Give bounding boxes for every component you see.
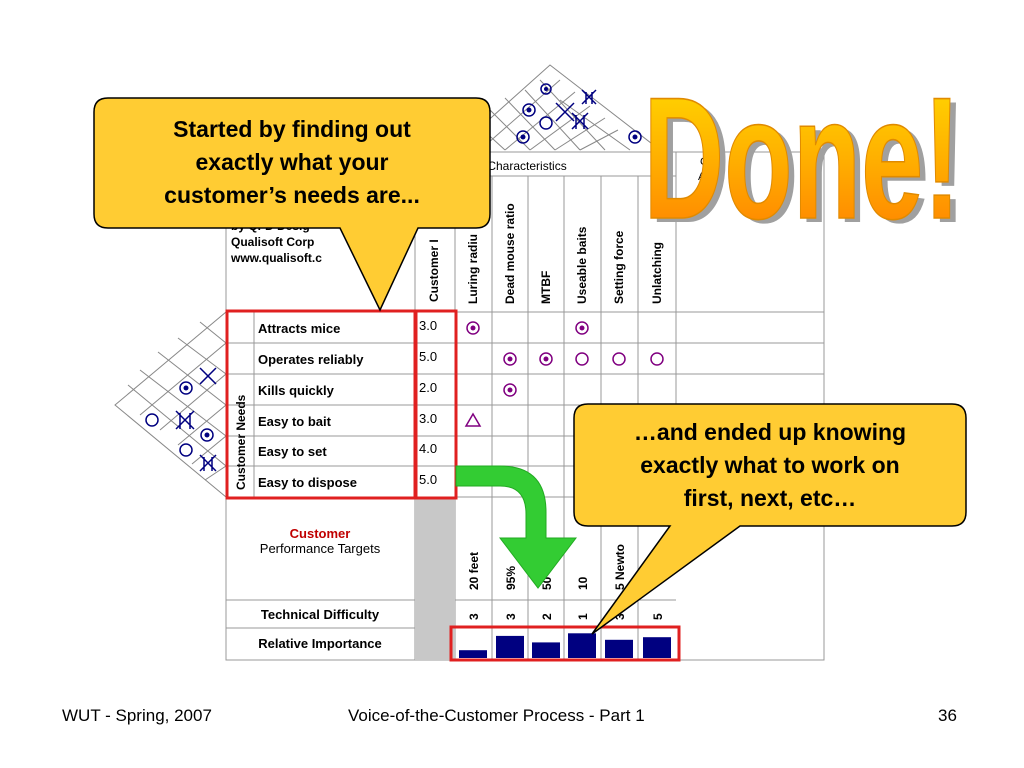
target-value: 10 — [576, 576, 590, 590]
done-text: Done! — [643, 61, 960, 255]
characteristic-header: Luring radiu — [466, 234, 480, 304]
strong-relation-symbol — [503, 383, 517, 397]
callout-right-text: …and ended up knowing exactly what to wo… — [574, 416, 966, 515]
need-name: Easy to set — [258, 444, 327, 459]
strong-relation-symbol — [575, 321, 589, 335]
characteristics-header: uct Characteristics — [468, 159, 567, 173]
callout-right-line: first, next, etc… — [683, 485, 857, 511]
customer-importance-header: Customer I — [427, 239, 441, 302]
characteristic-header: MTBF — [539, 271, 553, 304]
difficulty-value: 5 — [651, 613, 665, 620]
left-wing-symbols — [145, 367, 217, 472]
left-wing-lattice — [114, 311, 227, 498]
strong-relation-dot — [507, 387, 513, 393]
importance-column-shade — [415, 497, 455, 660]
callout-left-text: Started by finding out exactly what your… — [94, 113, 490, 212]
assessment-header-2: As er — [698, 171, 739, 183]
difficulty-values: 3 3 2 1 3 5 — [467, 613, 665, 620]
difficulty-value: 3 — [504, 613, 518, 620]
callout-right-line: …and ended up knowing — [633, 419, 907, 445]
need-importance: 5.0 — [419, 349, 437, 364]
targets-label: Performance Targets — [260, 541, 381, 556]
characteristic-header: Unlatching — [650, 242, 664, 304]
customer-needs-label: Customer Needs — [234, 394, 248, 490]
characteristic-header: Dead mouse ratio — [503, 203, 517, 304]
importance-highlight-box — [413, 309, 458, 500]
callout-left-line: Started by finding out — [173, 116, 411, 142]
medium-relation-symbol — [575, 352, 589, 366]
slide-number: 36 — [938, 706, 957, 725]
technical-difficulty-label: Technical Difficulty — [261, 607, 380, 622]
need-importance: 2.0 — [419, 380, 437, 395]
need-name: Easy to bait — [258, 414, 332, 429]
targets-label-customer: Customer — [290, 526, 351, 541]
need-name: Operates reliably — [258, 352, 364, 367]
relative-importance-bar — [496, 635, 524, 658]
strong-relation-dot — [507, 356, 513, 362]
strong-relation-symbol — [466, 321, 480, 335]
strong-relation-dot — [470, 325, 476, 331]
callout-left-line: exactly what your — [195, 149, 389, 175]
medium-relation-symbol — [650, 352, 664, 366]
difficulty-value: 3 — [613, 613, 627, 620]
target-value: 20 feet — [467, 552, 481, 590]
need-importance: 4.0 — [419, 441, 437, 456]
relative-importance-bar — [568, 633, 596, 658]
characteristic-header: Setting force — [612, 230, 626, 304]
target-value: 5 Newto — [613, 544, 627, 590]
strong-relation-symbol — [503, 352, 517, 366]
footer-left: WUT - Spring, 2007 — [62, 706, 212, 725]
need-name: Attracts mice — [258, 321, 340, 336]
relationship-symbols — [464, 321, 664, 427]
strong-relation-symbol — [539, 352, 553, 366]
company-line: Qualisoft Corp — [231, 235, 314, 249]
need-name: Kills quickly — [258, 383, 335, 398]
callout-right-line: exactly what to work on — [640, 452, 900, 478]
callout-left-line: customer’s needs are... — [164, 182, 420, 208]
strong-relation-dot — [579, 325, 585, 331]
relative-importance-bars — [459, 633, 671, 658]
company-line: www.qualisoft.c — [230, 251, 322, 265]
need-name: Easy to dispose — [258, 475, 357, 490]
relative-importance-bar — [459, 650, 487, 658]
difficulty-value: 1 — [576, 613, 590, 620]
footer-center: Voice-of-the-Customer Process - Part 1 — [348, 706, 645, 725]
weak-relation-symbol — [464, 412, 482, 427]
relative-importance-highlight-box — [449, 625, 681, 662]
relative-importance-label: Relative Importance — [258, 636, 382, 651]
strong-relation-dot — [543, 356, 549, 362]
difficulty-value: 2 — [540, 613, 554, 620]
medium-relation-symbol — [612, 352, 626, 366]
relative-importance-bar — [532, 642, 560, 658]
need-importance: 3.0 — [419, 318, 437, 333]
need-importance: 5.0 — [419, 472, 437, 487]
roof-symbols — [516, 83, 642, 144]
relative-importance-bar — [643, 637, 671, 658]
done-shadow: Done! — [649, 65, 966, 259]
characteristic-header: Useable baits — [575, 226, 589, 304]
need-importance: 3.0 — [419, 411, 437, 426]
green-arrow — [455, 465, 578, 589]
relative-importance-bar — [605, 639, 633, 658]
difficulty-value: 3 — [467, 613, 481, 620]
target-value: 95% — [504, 566, 518, 590]
assessment-header-1: C r — [700, 156, 736, 168]
